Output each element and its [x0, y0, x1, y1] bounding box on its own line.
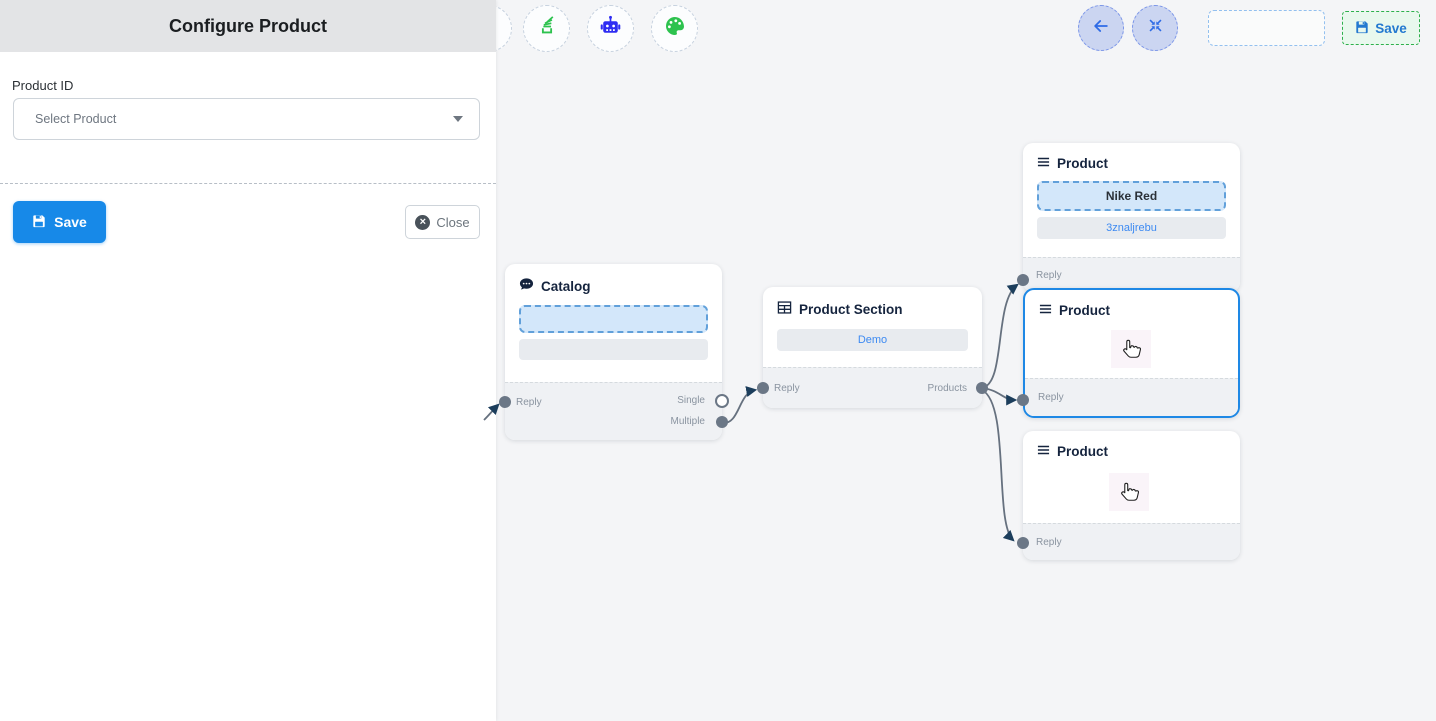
node-product-3-footer: Reply	[1023, 523, 1240, 560]
node-product-2-title: Product	[1059, 303, 1111, 318]
product-select-placeholder: Select Product	[35, 112, 117, 126]
node-product-1[interactable]: Product Nike Red 3znaljrebu Reply	[1023, 143, 1240, 292]
product-1-field-secondary[interactable]: 3znaljrebu	[1037, 217, 1226, 239]
node-catalog[interactable]: Catalog Reply Single Multiple	[505, 264, 722, 440]
close-icon: ×	[415, 214, 431, 230]
toolbar-button-bot[interactable]	[587, 5, 634, 52]
catalog-field-selected[interactable]	[519, 305, 708, 333]
menu-icon	[1037, 156, 1050, 171]
edge-catalog-to-section[interactable]	[721, 386, 758, 424]
node-product-3-header: Product	[1023, 431, 1240, 459]
node-product-section[interactable]: Product Section Demo Reply Products	[763, 287, 982, 408]
product-1-field-primary[interactable]: Nike Red	[1037, 181, 1226, 211]
edge-section-to-product-3[interactable]	[981, 389, 1015, 542]
node-product-3-title: Product	[1057, 444, 1109, 459]
node-catalog-title: Catalog	[541, 278, 591, 294]
save-icon	[1355, 20, 1369, 37]
panel-header: Configure Product	[0, 0, 496, 52]
node-catalog-header: Catalog	[505, 264, 722, 295]
chevron-down-icon	[453, 116, 463, 122]
port-label-products: Products	[927, 383, 967, 394]
panel-save-button[interactable]: Save	[13, 201, 106, 243]
product-1-value-secondary: 3znaljrebu	[1106, 222, 1157, 234]
edge-section-to-product-1[interactable]	[981, 283, 1019, 389]
product-1-value-primary: Nike Red	[1105, 189, 1158, 203]
fit-view-button[interactable]	[1132, 5, 1178, 51]
table-icon	[777, 300, 792, 318]
panel-save-label: Save	[54, 214, 87, 230]
save-icon	[32, 214, 46, 231]
port-label-reply: Reply	[1036, 269, 1062, 281]
panel-close-label: Close	[436, 214, 470, 230]
node-product-3[interactable]: Product Reply	[1023, 431, 1240, 560]
configure-product-panel: Configure Product Product ID Select Prod…	[0, 0, 496, 721]
menu-icon	[1037, 444, 1050, 459]
port-label-multiple: Multiple	[670, 416, 705, 427]
panel-close-button[interactable]: × Close	[405, 205, 480, 239]
node-product-2[interactable]: Product Reply	[1023, 288, 1240, 418]
canvas-save-button[interactable]: Save	[1342, 11, 1420, 45]
port-label-reply: Reply	[516, 397, 542, 408]
node-product-1-title: Product	[1057, 156, 1109, 171]
arrow-left-icon	[1091, 16, 1111, 41]
node-product-section-title: Product Section	[799, 301, 903, 317]
catalog-field-empty[interactable]	[519, 339, 708, 360]
compress-icon	[1146, 16, 1165, 40]
node-product-section-header: Product Section	[763, 287, 982, 318]
back-button[interactable]	[1078, 5, 1124, 51]
node-product-2-footer: Reply	[1025, 378, 1238, 416]
port-label-reply: Reply	[774, 383, 800, 394]
palette-icon	[663, 14, 687, 43]
node-product-2-header: Product	[1025, 290, 1238, 318]
panel-divider	[0, 183, 496, 184]
product-id-label: Product ID	[12, 78, 74, 93]
node-product-1-header: Product	[1023, 143, 1240, 171]
toolbar-button-theme[interactable]	[651, 5, 698, 52]
product-select[interactable]: Select Product	[13, 98, 480, 140]
node-product-1-footer: Reply	[1023, 257, 1240, 292]
port-label-reply: Reply	[1038, 392, 1064, 403]
canvas-save-label: Save	[1375, 20, 1407, 36]
panel-title: Configure Product	[169, 15, 327, 36]
hand-cursor-icon	[1111, 330, 1151, 368]
hand-cursor-icon	[1109, 473, 1149, 511]
stack-icon	[536, 15, 558, 42]
node-catalog-footer: Reply Single Multiple	[505, 382, 722, 440]
product-section-value: Demo	[857, 334, 888, 346]
port-label-reply: Reply	[1036, 536, 1062, 548]
toolbar-placeholder[interactable]	[1208, 10, 1325, 46]
menu-icon	[1039, 303, 1052, 318]
chat-icon	[519, 277, 534, 295]
robot-icon	[598, 14, 623, 44]
product-section-field[interactable]: Demo	[777, 329, 968, 351]
port-label-single: Single	[677, 395, 705, 406]
toolbar-button-stack[interactable]	[523, 5, 570, 52]
node-product-section-footer: Reply Products	[763, 367, 982, 408]
edge-section-to-product-2[interactable]	[981, 387, 1018, 406]
flow-canvas[interactable]: Save Catalog Reply Single Multiple	[465, 0, 1436, 721]
